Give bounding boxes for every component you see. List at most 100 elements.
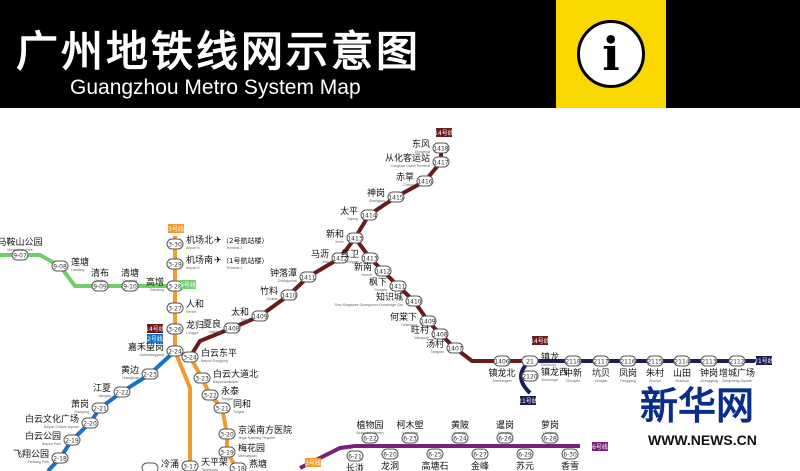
station-marker[interactable] xyxy=(166,238,184,250)
station-fengxia[interactable]: 1411 xyxy=(389,280,407,292)
station-marker[interactable] xyxy=(521,370,539,382)
station-jingxi[interactable]: 3-20 xyxy=(218,428,236,440)
station-marker[interactable] xyxy=(201,389,219,401)
station-marker[interactable] xyxy=(361,252,379,264)
station-marker[interactable] xyxy=(181,351,199,363)
station-marker[interactable] xyxy=(91,280,109,292)
station-marker[interactable] xyxy=(493,355,511,367)
station-marker[interactable] xyxy=(121,280,139,292)
station-marker[interactable] xyxy=(360,209,378,221)
station-marker[interactable] xyxy=(646,355,664,367)
station-marker[interactable] xyxy=(426,448,444,460)
station-baiyunwenhua[interactable]: 2-20 xyxy=(81,417,99,429)
station-marker[interactable] xyxy=(561,448,579,460)
station-marker[interactable] xyxy=(166,323,184,335)
station-marker[interactable] xyxy=(432,142,450,154)
station-marker[interactable] xyxy=(346,232,364,244)
station-tianpingjia[interactable]: 3-17 xyxy=(181,460,199,471)
station-shantian[interactable]: 2114 xyxy=(673,355,691,367)
station-xinhe[interactable]: 1413 xyxy=(346,232,364,244)
station-marker[interactable] xyxy=(218,446,236,458)
station-shagang[interactable]: 6-26 xyxy=(496,432,514,444)
station-marker[interactable] xyxy=(401,432,419,444)
station-marker[interactable] xyxy=(416,175,434,187)
station-marker[interactable] xyxy=(229,462,247,471)
station-heshangxia[interactable]: 1409 xyxy=(419,315,437,327)
info-icon[interactable]: i xyxy=(577,20,645,88)
station-zhiwuyuan[interactable]: 6-22 xyxy=(361,432,379,444)
station-renhe[interactable]: 3-27 xyxy=(166,302,184,314)
station-yanta[interactable]: 3-18 xyxy=(229,462,247,471)
station-qingtang[interactable]: 9-10 xyxy=(121,280,139,292)
station-yongtai[interactable]: 3-22 xyxy=(201,389,219,401)
station-taihe[interactable]: 1409 xyxy=(251,310,269,322)
station-qingbu[interactable]: 9-09 xyxy=(91,280,109,292)
station-changban[interactable]: 6-21 xyxy=(346,450,364,462)
station-marker[interactable] xyxy=(11,249,29,261)
station-xiangxue[interactable]: 6-30 xyxy=(561,448,579,460)
station-longdong[interactable]: 6-20 xyxy=(381,448,399,460)
station-jichangbei[interactable]: 3-30 xyxy=(166,238,184,250)
station-marker[interactable] xyxy=(331,252,349,264)
station-marker[interactable] xyxy=(387,191,405,203)
station-zhongluotan[interactable]: 1411 xyxy=(299,271,317,283)
station-meihuayuan[interactable]: 3-19 xyxy=(218,446,236,458)
station-marker[interactable] xyxy=(81,417,99,429)
station-marker[interactable] xyxy=(516,448,534,460)
station-chicao[interactable]: 1416 xyxy=(416,175,434,187)
station-marker[interactable] xyxy=(166,345,184,357)
station-jinfeng[interactable]: 6-27 xyxy=(471,448,489,460)
station-marker[interactable] xyxy=(51,452,69,464)
station-marker[interactable] xyxy=(193,372,211,384)
station-baiyungongyuan[interactable]: 2-19 xyxy=(63,434,81,446)
station-baiyundongping[interactable]: 3-24 xyxy=(181,351,199,363)
station-jiangxia[interactable]: 2-22 xyxy=(113,386,131,398)
station-marker[interactable] xyxy=(419,315,437,327)
station-marker[interactable] xyxy=(374,265,392,277)
metro-map[interactable]: 1418141714161415141414131412141114101409… xyxy=(0,108,800,471)
station-marker[interactable] xyxy=(63,434,81,446)
station-marker[interactable] xyxy=(213,402,231,414)
station-hongwei[interactable]: 1413 xyxy=(361,252,379,264)
station-marker[interactable] xyxy=(299,271,317,283)
station-zhishicheng[interactable]: 1410 xyxy=(405,295,423,307)
info-panel[interactable]: i xyxy=(556,0,666,108)
station-marker[interactable] xyxy=(181,460,199,471)
station-marker[interactable] xyxy=(361,432,379,444)
station-marker[interactable] xyxy=(446,342,464,354)
station-suyuan[interactable]: 6-29 xyxy=(516,448,534,460)
station-marker[interactable] xyxy=(141,462,159,471)
station-huangpi[interactable]: 6-24 xyxy=(451,432,469,444)
station-majing[interactable]: 1412 xyxy=(331,252,349,264)
station-marker[interactable] xyxy=(496,432,514,444)
station-marker[interactable] xyxy=(113,386,131,398)
station-marker[interactable] xyxy=(223,322,241,334)
station-maanshan[interactable]: 9-07 xyxy=(11,249,29,261)
station-marker[interactable] xyxy=(700,355,718,367)
station-conghua[interactable]: 1417 xyxy=(432,156,450,168)
station-marker[interactable] xyxy=(218,428,236,440)
station-marker[interactable] xyxy=(280,289,298,301)
station-baiyundadaobei[interactable]: 3-23 xyxy=(193,372,211,384)
station-gaotanshi[interactable]: 6-25 xyxy=(426,448,444,460)
station-marker[interactable] xyxy=(541,432,559,444)
station-zhenlong[interactable]: 21 xyxy=(521,355,539,367)
station-huangbian[interactable]: 2-23 xyxy=(141,368,159,380)
station-luogang[interactable]: 6-28 xyxy=(541,432,559,444)
station-xinnan[interactable]: 1412 xyxy=(374,265,392,277)
station-zhenlongxi[interactable]: 2120 xyxy=(521,370,539,382)
station-tonghe[interactable]: 3-21 xyxy=(213,402,231,414)
station-marker[interactable] xyxy=(592,355,610,367)
station-marker[interactable] xyxy=(728,355,746,367)
station-shengang[interactable]: 1415 xyxy=(387,191,405,203)
station-marker[interactable] xyxy=(405,295,423,307)
station-marker[interactable] xyxy=(381,448,399,460)
station-liantang[interactable]: 9-08 xyxy=(51,260,69,272)
station-zengcheng[interactable]: 2112 xyxy=(728,355,746,367)
station-marker[interactable] xyxy=(346,450,364,462)
station-zhonggang[interactable]: 2113 xyxy=(700,355,718,367)
station-marker[interactable] xyxy=(451,432,469,444)
station-lengyong[interactable] xyxy=(141,462,159,471)
station-marker[interactable] xyxy=(521,355,539,367)
station-zhenlongbei[interactable]: 1406 xyxy=(493,355,511,367)
